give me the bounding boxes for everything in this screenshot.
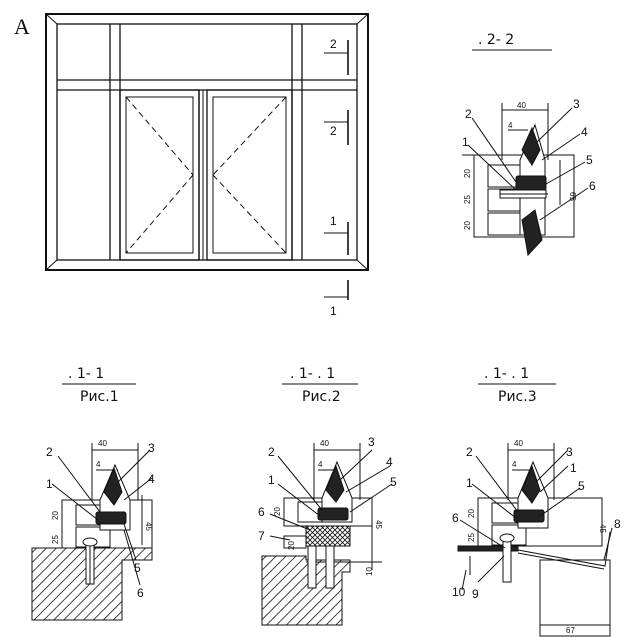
dim-h20: 20: [273, 507, 282, 516]
section-cut-marks: [324, 40, 349, 300]
dim-width: 40: [98, 439, 107, 448]
dim-seal: 4: [96, 460, 101, 469]
fig3-caption: Рис.3: [498, 389, 537, 405]
callout-6: 6: [137, 586, 144, 600]
dim-h20: 20: [51, 511, 60, 520]
window-front-view: [45, 13, 369, 271]
dim-h45: 45: [144, 522, 153, 531]
callout-6: 6: [452, 511, 459, 525]
callout-1: 1: [570, 461, 577, 475]
dim-seal: 4: [508, 121, 513, 130]
dim-h25: 25: [463, 195, 472, 204]
callout-2: 2: [465, 107, 472, 121]
fig2-section: . 1- . 1: [290, 366, 335, 382]
section-title: . 2- 2: [478, 32, 514, 48]
callout-1: 1: [268, 473, 275, 487]
dim-h20: 20: [287, 541, 296, 550]
callout-6: 6: [589, 179, 596, 193]
dim-seal: 4: [512, 460, 517, 469]
dim-h20: 20: [467, 509, 476, 518]
fig1-leaders: [51, 449, 153, 586]
dim-h25: 25: [467, 533, 476, 542]
callout-5: 5: [578, 479, 585, 493]
fig1-caption: Рис.1: [80, 389, 119, 405]
callout-4: 4: [581, 125, 588, 139]
section-2-2-detail: [462, 103, 575, 257]
callout-2: 2: [466, 445, 473, 459]
dim-h20: 20: [463, 169, 472, 178]
section-2-2-leaders: [467, 107, 589, 221]
callout-5: 5: [586, 153, 593, 167]
callout-2: 2: [46, 445, 53, 459]
dim-width: 40: [517, 101, 526, 110]
callout-7: 7: [258, 529, 265, 543]
fig3-detail: [457, 443, 611, 637]
dim-h45: 45: [598, 524, 607, 533]
fig2-caption: Рис.2: [302, 389, 341, 405]
fig3-section: . 1- . 1: [484, 366, 529, 382]
cut-mark-label: 2: [330, 37, 337, 51]
callout-2: 2: [268, 445, 275, 459]
callout-3: 3: [573, 97, 580, 111]
fig2-leaders: [269, 449, 393, 541]
fig3-leaders: [459, 449, 613, 591]
callout-1: 1: [466, 476, 473, 490]
dim-h10: 10: [365, 567, 374, 576]
fig1-section: . 1- 1: [68, 366, 104, 382]
dim-h65: 65: [568, 192, 577, 201]
callout-9: 9: [472, 587, 479, 601]
dim-width: 40: [320, 439, 329, 448]
dim-h20: 20: [463, 221, 472, 230]
callout-6: 6: [258, 505, 265, 519]
callout-8: 8: [614, 517, 621, 531]
callout-5: 5: [134, 561, 141, 575]
callout-10: 10: [452, 585, 466, 599]
dim-seal: 4: [318, 460, 323, 469]
cut-mark-label: 2: [330, 124, 337, 138]
callout-3: 3: [148, 441, 155, 455]
dim-h45: 45: [374, 520, 383, 529]
figure-letter: A: [14, 14, 30, 39]
callout-3: 3: [368, 435, 375, 449]
dim-h25: 25: [51, 535, 60, 544]
callout-1: 1: [46, 477, 53, 491]
callout-3: 3: [566, 445, 573, 459]
cut-mark-label: 1: [330, 214, 337, 228]
fig1-detail: [31, 443, 153, 621]
callout-5: 5: [390, 475, 397, 489]
dim-w67: 67: [566, 626, 575, 635]
callout-1: 1: [462, 135, 469, 149]
dim-width: 40: [514, 439, 523, 448]
cut-mark-label: 1: [330, 304, 337, 318]
callout-4: 4: [148, 472, 155, 486]
fig2-detail: [261, 443, 382, 626]
callout-4: 4: [386, 455, 393, 469]
